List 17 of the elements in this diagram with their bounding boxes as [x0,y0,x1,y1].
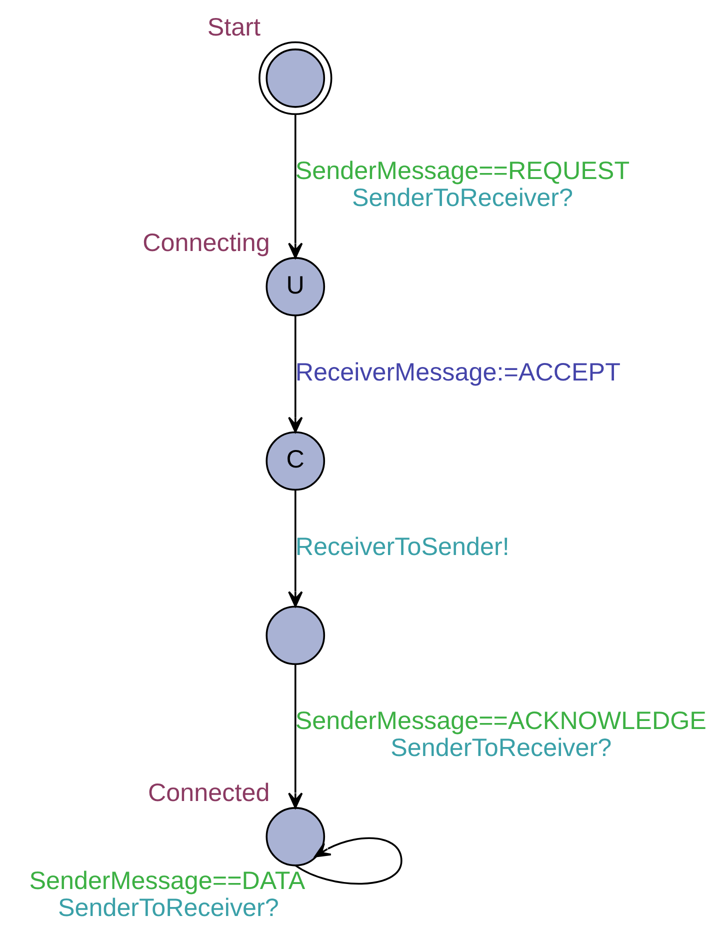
node-label: Connecting [142,229,270,258]
edge-label: ReceiverToSender! [294,532,509,561]
edge-label: ReceiverMessage:=ACCEPT [294,358,620,386]
edge-label: SenderMessage==DATA SenderToReceiver? [28,866,305,922]
edge-label: SenderMessage==ACKNOWLEDGE SenderToReceiver? [294,707,706,762]
node-circle [265,606,325,666]
arrow [288,490,302,608]
arrow [288,114,302,259]
node-label: Start [206,13,260,42]
arrow [288,664,302,809]
node-label: Connected [148,779,270,808]
node-circle [265,807,325,866]
edge-label: SenderMessage==REQUEST SenderToReceiver? [294,157,630,212]
node-circle [258,41,332,116]
node-circle: C [265,431,325,491]
node-circle: U [265,257,325,316]
arrow [288,316,302,433]
